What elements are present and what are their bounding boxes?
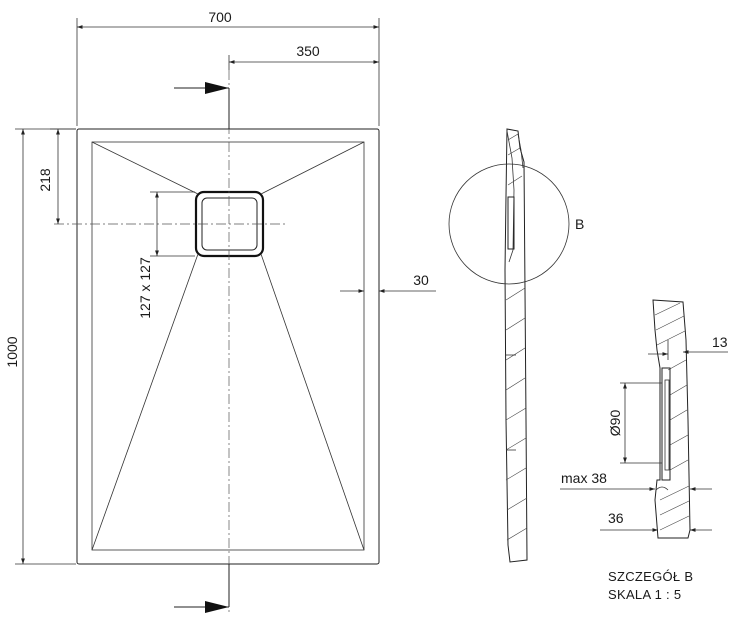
detail-drain-wall [661, 367, 671, 481]
side-section-view: B [448, 128, 584, 563]
dim-tray-height-36: 36 [608, 510, 624, 526]
dim-lip-13: 13 [712, 334, 728, 350]
slope-line-bottom-left [91, 253, 199, 551]
tray-inner-edge [91, 141, 365, 551]
slope-line-bottom-right [260, 253, 365, 551]
slope-line-top-right [260, 141, 365, 195]
dim-max-height-38: max 38 [561, 470, 607, 486]
dim-width-700: 700 [208, 9, 232, 25]
section-profile-outer [504, 128, 528, 563]
detail-b-view: 13 Ø90 max 38 36 SZCZEGÓŁ B SKALA 1 : 5 [560, 299, 728, 602]
detail-b-callout-circle [448, 163, 570, 285]
slope-line-top-left [91, 141, 199, 195]
detail-b-callout-label: B [575, 216, 584, 232]
section-arrow-bottom [205, 601, 229, 613]
section-arrow-top [205, 82, 229, 94]
dim-drain-diameter-90: Ø90 [607, 410, 623, 437]
plan-view: 700 350 218 1000 127 x 127 30 [4, 9, 436, 613]
tray-outline [76, 128, 380, 565]
detail-title: SZCZEGÓŁ B [608, 569, 693, 584]
dim-length-1000: 1000 [4, 336, 20, 367]
detail-scale: SKALA 1 : 5 [608, 587, 681, 602]
dim-drain-offset-218: 218 [37, 168, 53, 192]
dim-edge-30: 30 [413, 272, 429, 288]
dim-half-width-350: 350 [296, 43, 320, 59]
drain-outer [194, 190, 265, 258]
dim-drain-size-127x127: 127 x 127 [137, 257, 153, 319]
